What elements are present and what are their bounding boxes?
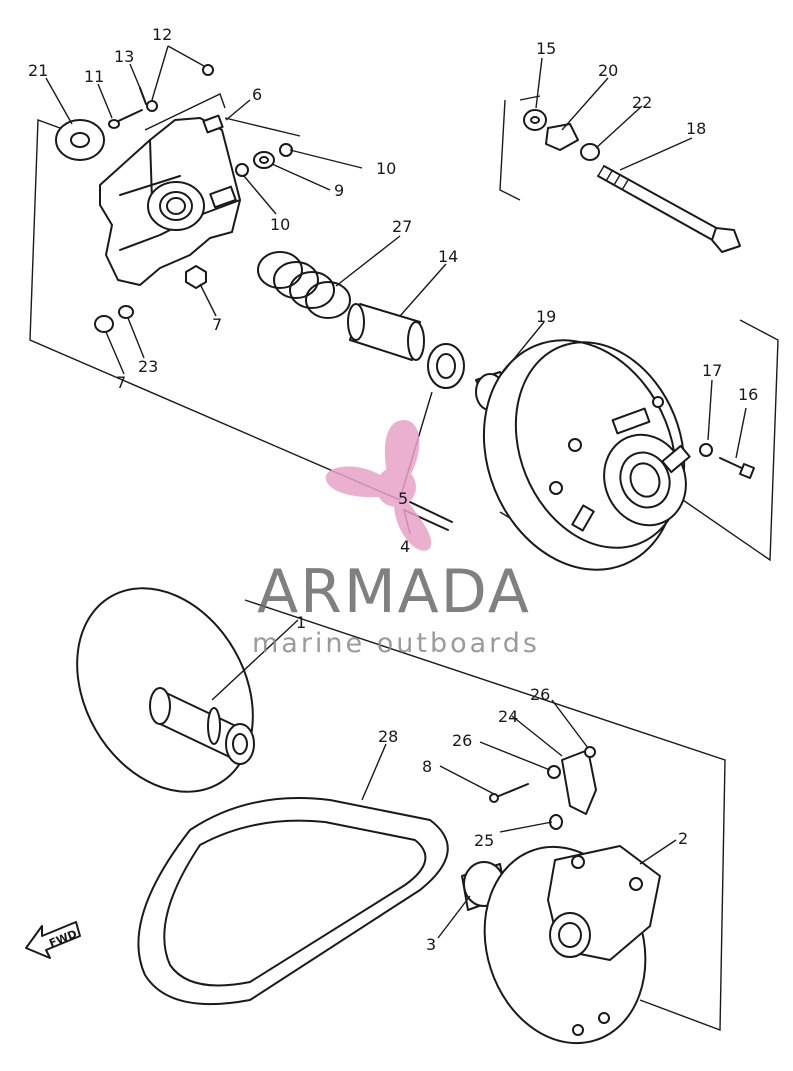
callout-7b: 7 — [116, 373, 126, 392]
bolt-18 — [597, 165, 741, 253]
callout-13: 13 — [114, 47, 134, 66]
movable-sheave-2 — [483, 845, 661, 1045]
bushing-9 — [253, 151, 275, 169]
callout-28: 28 — [378, 727, 398, 746]
callout-9: 9 — [334, 181, 344, 200]
callout-22: 22 — [632, 93, 652, 112]
nut-17 — [699, 443, 713, 457]
fixed-sheave-1 — [76, 587, 255, 793]
callout-25: 25 — [474, 831, 494, 850]
spring-27 — [257, 251, 351, 319]
callout-16: 16 — [738, 385, 758, 404]
callout-14: 14 — [438, 247, 458, 266]
sleeve-14 — [347, 303, 425, 361]
callout-11: 11 — [84, 67, 104, 86]
movable-sheave-cover — [482, 339, 691, 571]
callout-4: 4 — [400, 537, 410, 556]
drive-belt-28 — [137, 797, 449, 1006]
callout-26a: 26 — [452, 731, 472, 750]
washer-15 — [523, 109, 547, 131]
callout-5: 5 — [398, 489, 408, 508]
callout-18: 18 — [686, 119, 706, 138]
armada-logo: ARMADA marine outboards — [252, 420, 540, 659]
lever-24 — [561, 749, 597, 815]
callout-8: 8 — [422, 757, 432, 776]
callout-7a: 7 — [212, 315, 222, 334]
callout-26b: 26 — [530, 685, 550, 704]
callout-12: 12 — [152, 25, 172, 44]
logo-tagline: marine outboards — [252, 628, 540, 659]
logo-brand: ARMADA — [257, 557, 531, 627]
bolt-16 — [719, 457, 755, 479]
washer-21 — [55, 119, 105, 161]
bushing-5 — [427, 343, 465, 389]
spider-hub-assembly — [99, 114, 241, 286]
washer-23 — [118, 305, 134, 319]
callout-23: 23 — [138, 357, 158, 376]
pin-13 — [139, 87, 147, 105]
callout-19: 19 — [536, 307, 556, 326]
fwd-arrow: FWD — [25, 921, 81, 959]
nut-26 — [547, 746, 596, 779]
callout-10a: 10 — [376, 159, 396, 178]
callout-24: 24 — [498, 707, 518, 726]
callout-27: 27 — [392, 217, 412, 236]
bolt-11 — [108, 109, 143, 129]
callout-10b: 10 — [270, 215, 290, 234]
fwd-label: FWD — [47, 927, 79, 950]
washer-10 — [235, 143, 293, 177]
nut-12 — [146, 64, 214, 112]
callout-1: 1 — [296, 613, 306, 632]
nut-7 — [94, 265, 207, 333]
callout-17: 17 — [702, 361, 722, 380]
pin-8 — [489, 783, 529, 803]
callout-20: 20 — [598, 61, 618, 80]
callout-2: 2 — [678, 829, 688, 848]
washer-22 — [580, 143, 600, 161]
propeller-icon — [325, 420, 432, 551]
secondary-sheave-frame — [244, 599, 726, 1032]
callout-15: 15 — [536, 39, 556, 58]
retainer-20 — [545, 123, 579, 151]
callout-21: 21 — [28, 61, 48, 80]
callout-6: 6 — [252, 85, 262, 104]
callout-3: 3 — [426, 935, 436, 954]
part-number-callouts: 21 11 13 12 6 10 9 10 27 14 7 23 7 19 5 … — [28, 25, 758, 954]
